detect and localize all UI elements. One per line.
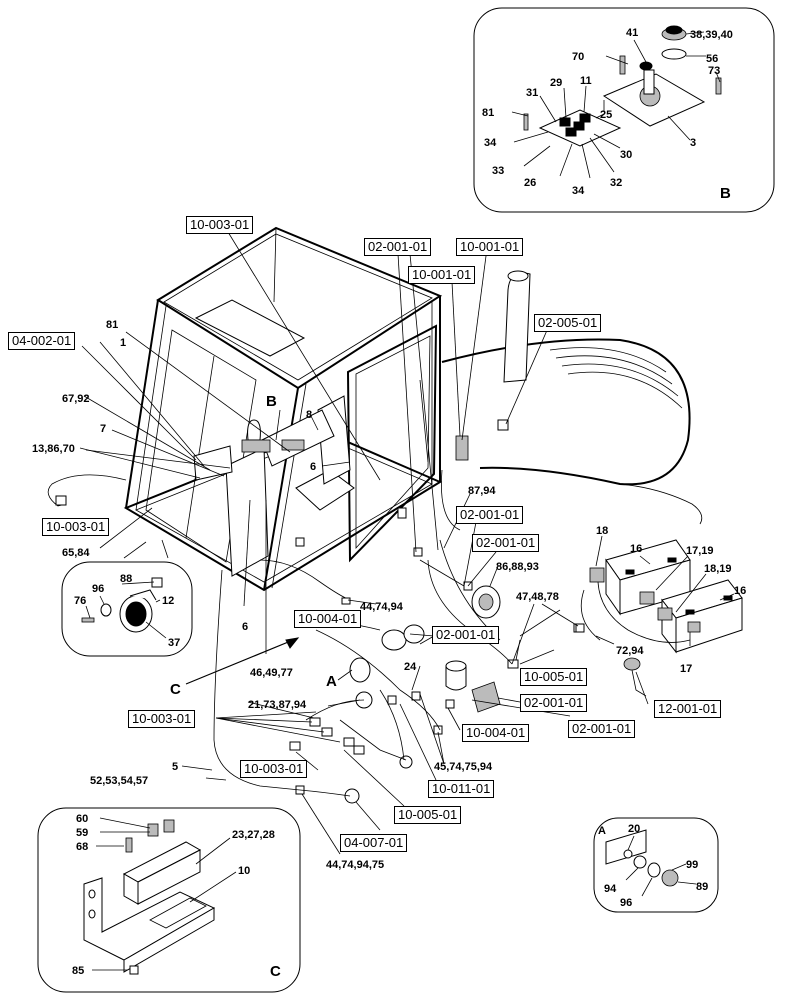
label-b-73: 73: [708, 65, 720, 77]
label-a-96: 96: [620, 897, 632, 909]
label-c-60: 60: [76, 813, 88, 825]
label-18-19: 18,19: [704, 563, 732, 575]
label-1: 1: [120, 337, 126, 349]
label-b-26: 26: [524, 177, 536, 189]
machine-hood: [441, 270, 703, 531]
label-8: 8: [306, 409, 312, 421]
label-16b: 16: [734, 585, 746, 597]
detail-horn-panel: 88 96 76 12 37: [61, 561, 193, 657]
ref-box-04-002-01[interactable]: 04-002-01: [8, 332, 76, 350]
label-6a: 6: [310, 461, 316, 473]
label-b-29: 29: [550, 77, 562, 89]
detail-c-panel: 60 59 68 23,27,28 10 85 C: [37, 807, 301, 993]
label-81: 81: [106, 319, 118, 331]
ref-box-10-004-01-b[interactable]: 10-004-01: [462, 724, 530, 742]
label-21-73-87-94: 21,73,87,94: [248, 699, 307, 711]
label-b-25: 25: [600, 109, 612, 121]
ref-box-02-001-01[interactable]: 02-001-01: [364, 238, 432, 256]
label-45-74-75-94: 45,74,75,94: [434, 761, 493, 773]
label-horn-37: 37: [168, 637, 180, 649]
label-17-19: 17,19: [686, 545, 714, 557]
label-52-53-54-57: 52,53,54,57: [90, 775, 148, 787]
label-b-34a: 34: [484, 137, 497, 149]
label-18: 18: [596, 525, 608, 537]
label-c-68: 68: [76, 841, 88, 853]
detail-a-panel: A 20 99 94 89 96: [593, 817, 719, 913]
label-7: 7: [100, 423, 106, 435]
label-a-99: 99: [686, 859, 698, 871]
label-44-74-94a: 44,74,94: [360, 601, 404, 613]
label-a-89: 89: [696, 881, 708, 893]
label-c-85: 85: [72, 965, 84, 977]
label-b-view: B: [266, 393, 277, 410]
batteries: [573, 539, 743, 654]
ref-box-10-001-01[interactable]: 10-001-01: [456, 238, 524, 256]
label-c-10: 10: [238, 865, 250, 877]
ref-box-04-007-01[interactable]: 04-007-01: [340, 834, 408, 852]
ref-box-02-005-01[interactable]: 02-005-01: [534, 314, 602, 332]
label-c-detail: C: [270, 963, 281, 980]
ref-box-10-005-01-b[interactable]: 10-005-01: [394, 806, 462, 824]
ref-box-10-003-01-d[interactable]: 10-003-01: [240, 760, 308, 778]
label-b-3: 3: [690, 137, 696, 149]
ref-box-02-001-01-d[interactable]: 02-001-01: [432, 626, 500, 644]
label-87-94: 87,94: [468, 485, 496, 497]
label-47-48-78: 47,48,78: [516, 591, 559, 603]
ref-box-02-001-01-b[interactable]: 02-001-01: [456, 506, 524, 524]
label-46-49-77: 46,49,77: [250, 667, 293, 679]
ref-box-12-001-01[interactable]: 12-001-01: [654, 700, 722, 718]
label-c-23: 23,27,28: [232, 829, 275, 841]
ref-box-10-003-01-b[interactable]: 10-003-01: [42, 518, 110, 536]
label-c-59: 59: [76, 827, 88, 839]
label-a-view: A: [326, 673, 337, 690]
label-16a: 16: [630, 543, 642, 555]
label-b-32: 32: [610, 177, 622, 189]
leader-lines: [79, 231, 735, 855]
label-b-33: 33: [492, 165, 504, 177]
ref-box-10-005-01[interactable]: 10-005-01: [520, 668, 588, 686]
ref-box-02-001-01-f[interactable]: 02-001-01: [568, 720, 636, 738]
label-b-31: 31: [526, 87, 538, 99]
label-b-34b: 34: [572, 185, 585, 197]
detail-b-panel: 38,39,40 41 70 56 73 29 11 31 25 81 34 3…: [473, 7, 775, 213]
ref-box-10-004-01[interactable]: 10-004-01: [294, 610, 362, 628]
label-a-detail: A: [598, 825, 606, 837]
label-horn-76: 76: [74, 595, 86, 607]
label-b-41: 41: [626, 27, 638, 39]
view-arrows: [123, 539, 300, 685]
ref-box-10-011-01[interactable]: 10-011-01: [428, 780, 495, 798]
label-a-94: 94: [604, 883, 617, 895]
label-b-30: 30: [620, 149, 632, 161]
ref-box-10-003-01[interactable]: 10-003-01: [186, 216, 254, 234]
label-b-70: 70: [572, 51, 584, 63]
label-44-74-94-75: 44,74,94,75: [326, 859, 384, 871]
label-17: 17: [680, 663, 692, 675]
label-horn-12: 12: [162, 595, 174, 607]
label-b-81: 81: [482, 107, 494, 119]
label-b-56: 56: [706, 53, 718, 65]
cab-assembly: [47, 226, 443, 592]
label-6b: 6: [242, 621, 248, 633]
label-72-94: 72,94: [616, 645, 644, 657]
label-5: 5: [172, 761, 178, 773]
label-65-84: 65,84: [62, 547, 90, 559]
label-c-view: C: [170, 681, 181, 698]
label-horn-88: 88: [120, 573, 132, 585]
label-b-11: 11: [580, 75, 592, 87]
ref-box-02-001-01-e[interactable]: 02-001-01: [520, 694, 588, 712]
label-67-92: 67,92: [62, 393, 90, 405]
ref-box-10-001-01-b[interactable]: 10-001-01: [408, 266, 476, 284]
ref-box-10-003-01-c[interactable]: 10-003-01: [128, 710, 196, 728]
label-b-38: 38,39,40: [690, 29, 733, 41]
label-86-88-93: 86,88,93: [496, 561, 539, 573]
label-13-86-70: 13,86,70: [32, 443, 75, 455]
ref-box-02-001-01-c[interactable]: 02-001-01: [472, 534, 540, 552]
label-horn-96: 96: [92, 583, 104, 595]
harness-components: [213, 539, 647, 804]
label-24: 24: [404, 661, 417, 673]
label-a-20: 20: [628, 823, 640, 835]
label-b-detail: B: [720, 185, 731, 202]
